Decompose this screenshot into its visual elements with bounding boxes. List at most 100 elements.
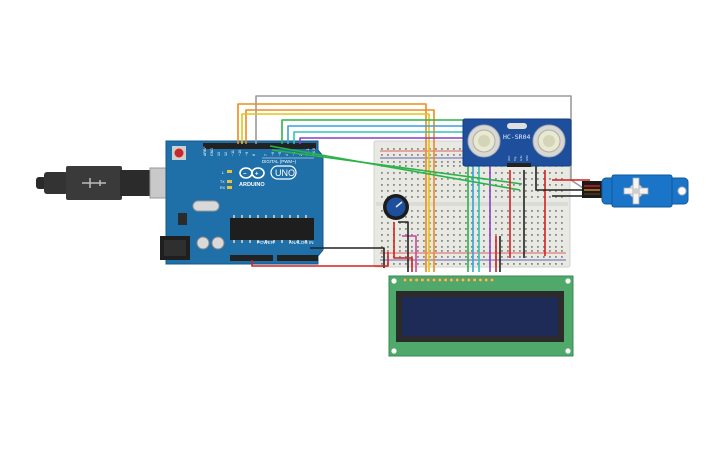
breadboard-hole — [549, 172, 551, 174]
breadboard-hole — [399, 184, 401, 186]
breadboard-hole — [453, 228, 455, 230]
breadboard-hole — [513, 256, 515, 258]
brand-label: ARDUINO — [239, 182, 265, 188]
breadboard-hole — [465, 190, 467, 192]
breadboard-hole — [459, 190, 461, 192]
breadboard-hole — [471, 228, 473, 230]
breadboard-hole — [393, 148, 395, 150]
breadboard-hole — [381, 240, 383, 242]
breadboard-hole — [483, 250, 485, 252]
breadboard-hole — [555, 256, 557, 258]
breadboard-hole — [507, 234, 509, 236]
breadboard-hole — [399, 234, 401, 236]
breadboard-hole — [483, 228, 485, 230]
breadboard-hole — [411, 148, 413, 150]
breadboard-hole — [459, 148, 461, 150]
breadboard-hole — [381, 190, 383, 192]
breadboard-hole — [561, 256, 563, 258]
breadboard-hole — [495, 222, 497, 224]
breadboard-hole — [543, 246, 545, 248]
breadboard-hole — [381, 222, 383, 224]
breadboard-hole — [549, 246, 551, 248]
breadboard-hole — [447, 154, 449, 156]
breadboard-hole — [483, 222, 485, 224]
breadboard-hole — [435, 222, 437, 224]
breadboard-hole — [501, 196, 503, 198]
breadboard-hole — [447, 246, 449, 248]
breadboard-hole — [483, 172, 485, 174]
breadboard-hole — [399, 250, 401, 252]
breadboard-hole — [441, 196, 443, 198]
breadboard-hole — [393, 184, 395, 186]
breadboard-hole — [429, 184, 431, 186]
wire-gray — [255, 95, 584, 189]
breadboard-hole — [387, 161, 389, 163]
pin-label: 7 — [264, 154, 268, 156]
power-header — [230, 255, 273, 261]
breadboard-hole — [501, 240, 503, 242]
breadboard-hole — [381, 161, 383, 163]
breadboard-hole — [483, 210, 485, 212]
breadboard-hole — [447, 222, 449, 224]
breadboard-hole — [459, 240, 461, 242]
breadboard-hole — [429, 161, 431, 163]
breadboard-hole — [537, 240, 539, 242]
breadboard-hole — [441, 246, 443, 248]
lcd-display — [388, 275, 574, 357]
breadboard-hole — [561, 178, 563, 180]
breadboard-hole — [387, 154, 389, 156]
pin-label: 8 — [252, 154, 256, 156]
breadboard-hole — [555, 210, 557, 212]
model-label: UNO — [275, 168, 295, 178]
breadboard-hole — [441, 250, 443, 252]
breadboard-hole — [531, 228, 533, 230]
breadboard-hole — [525, 234, 527, 236]
lcd-pin — [431, 277, 437, 283]
breadboard-hole — [453, 250, 455, 252]
breadboard-hole — [513, 250, 515, 252]
breadboard-hole — [423, 246, 425, 248]
usb-cable — [36, 166, 189, 200]
pin-label: ~5 — [278, 152, 282, 156]
breadboard-hole — [477, 234, 479, 236]
breadboard-hole — [405, 263, 407, 265]
breadboard-hole — [561, 228, 563, 230]
breadboard-hole — [507, 240, 509, 242]
breadboard-hole — [477, 210, 479, 212]
breadboard-hole — [519, 228, 521, 230]
breadboard-hole — [531, 246, 533, 248]
breadboard-hole — [423, 250, 425, 252]
voltage-regulator — [178, 213, 187, 225]
lcd-screen — [402, 297, 558, 336]
breadboard-hole — [537, 246, 539, 248]
breadboard-hole — [537, 216, 539, 218]
breadboard-hole — [459, 263, 461, 265]
breadboard-hole — [411, 184, 413, 186]
model-badge — [270, 165, 297, 180]
breadboard-hole — [555, 228, 557, 230]
breadboard-hole — [411, 256, 413, 258]
breadboard-hole — [471, 240, 473, 242]
breadboard-hole — [525, 250, 527, 252]
breadboard-hole — [453, 222, 455, 224]
breadboard-hole — [471, 256, 473, 258]
breadboard-hole — [435, 165, 437, 167]
breadboard-hole — [447, 165, 449, 167]
breadboard-hole — [453, 240, 455, 242]
breadboard-hole — [381, 184, 383, 186]
potentiometer[interactable] — [383, 194, 409, 220]
breadboard-hole — [417, 234, 419, 236]
breadboard-hole — [471, 210, 473, 212]
breadboard-hole — [471, 234, 473, 236]
lcd-pin — [420, 277, 425, 283]
wire-purple — [299, 137, 491, 272]
breadboard-hole — [543, 234, 545, 236]
breadboard-hole — [555, 178, 557, 180]
breadboard-hole — [471, 196, 473, 198]
pin-label: 12 — [224, 152, 228, 156]
breadboard-hole — [381, 263, 383, 265]
breadboard-hole — [381, 256, 383, 258]
breadboard-hole — [453, 161, 455, 163]
breadboard-hole — [441, 161, 443, 163]
breadboard-hole — [417, 184, 419, 186]
